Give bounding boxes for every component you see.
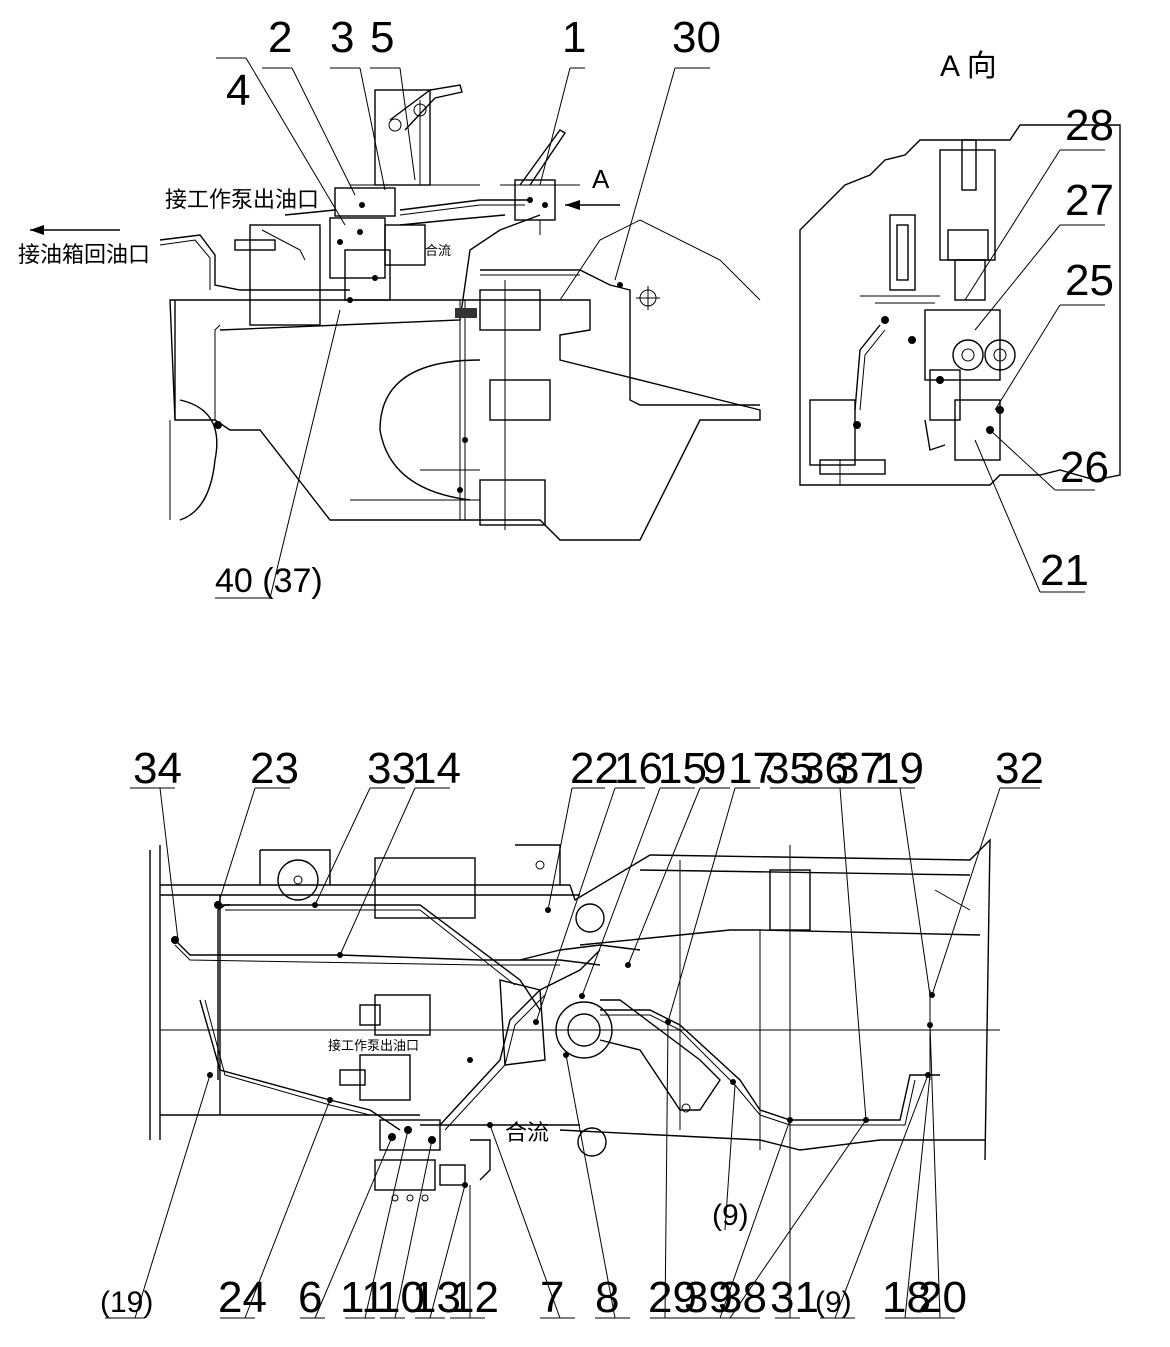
callout-13: 13: [412, 1273, 461, 1322]
center-arc: [379, 359, 481, 501]
callout-19: 19: [875, 744, 924, 793]
pumps: 接工作泵出油口: [328, 994, 466, 1202]
callout-21: 21: [1040, 546, 1089, 595]
view-a-break-outline: [799, 124, 1121, 486]
pipe-lines-bottom: [171, 901, 940, 1188]
leaders-bottom-lower: [105, 1021, 955, 1319]
callout-29: 29: [648, 1273, 697, 1322]
leaders-bottom-upper: [130, 787, 1040, 1121]
callout-37: 37: [835, 744, 884, 793]
callout-19-paren-left: (19): [100, 1286, 153, 1319]
callout-9-paren-right: (9): [815, 1286, 852, 1319]
wheel-arc: [179, 399, 218, 521]
callout-22: 22: [570, 744, 619, 793]
callout-12: 12: [450, 1273, 499, 1322]
valve-block-bottom: 合流: [379, 1119, 549, 1151]
callout-1: 1: [562, 13, 586, 62]
frame-outline-top: [169, 299, 761, 541]
callout-39: 39: [684, 1273, 733, 1322]
pump-port-label-bottom: 接工作泵出油口: [328, 1038, 419, 1054]
view-a-arrow: A: [565, 164, 620, 210]
callout-35: 35: [765, 744, 814, 793]
callout-26: 26: [1060, 443, 1109, 492]
leaders-view-a: [964, 149, 1105, 593]
view-a: A 向 28: [799, 50, 1121, 595]
top-left-view: 接油箱回油口 接工作泵出油口 合流: [18, 13, 761, 600]
callout-23: 23: [250, 744, 299, 793]
pedal-bracket: [350, 84, 480, 186]
merge-flow-label: 合流: [505, 1121, 549, 1146]
callout-10: 10: [376, 1273, 425, 1322]
callout-30: 30: [672, 13, 721, 62]
callout-5: 5: [370, 13, 394, 62]
callout-36: 36: [800, 744, 849, 793]
callout-2: 2: [268, 13, 292, 62]
callout-27: 27: [1065, 176, 1114, 225]
callout-24: 24: [218, 1273, 267, 1322]
callout-40-37: 40 (37): [215, 562, 323, 600]
central-hub: [555, 1001, 613, 1059]
callout-25: 25: [1065, 256, 1114, 305]
pipe-lines-top: [159, 199, 760, 520]
callout-34: 34: [133, 744, 182, 793]
small-pedal: [500, 129, 580, 235]
callout-4: 4: [226, 66, 250, 115]
callout-14: 14: [412, 744, 461, 793]
callout-11: 11: [340, 1273, 386, 1322]
callout-9-paren-mid: (9): [712, 1199, 749, 1232]
return-arrow: [30, 225, 120, 235]
return-port-label: 接油箱回油口: [18, 243, 150, 268]
callout-6: 6: [298, 1273, 322, 1322]
callout-15: 15: [658, 744, 707, 793]
callout-7: 7: [540, 1273, 564, 1322]
view-a-title: A 向: [940, 50, 997, 83]
callout-3: 3: [330, 13, 354, 62]
callout-9: 9: [702, 744, 726, 793]
pump-port-label-top: 接工作泵出油口: [165, 188, 319, 213]
callout-17: 17: [728, 744, 777, 793]
callout-33: 33: [367, 744, 416, 793]
leaders-top: [215, 57, 710, 599]
arrow-a-label: A: [592, 164, 610, 194]
callout-31: 31: [770, 1273, 819, 1322]
callout-38: 38: [718, 1273, 767, 1322]
callout-8: 8: [595, 1273, 619, 1322]
bottom-plan-view: 接工作泵出油口 合流: [100, 744, 1044, 1322]
callout-32: 32: [995, 744, 1044, 793]
callout-28: 28: [1065, 101, 1114, 150]
center-pillars: [350, 280, 551, 530]
callout-16: 16: [614, 744, 663, 793]
callout-20: 20: [918, 1273, 967, 1322]
merge-flow-label-small: 合流: [425, 244, 451, 259]
callout-18: 18: [882, 1273, 931, 1322]
